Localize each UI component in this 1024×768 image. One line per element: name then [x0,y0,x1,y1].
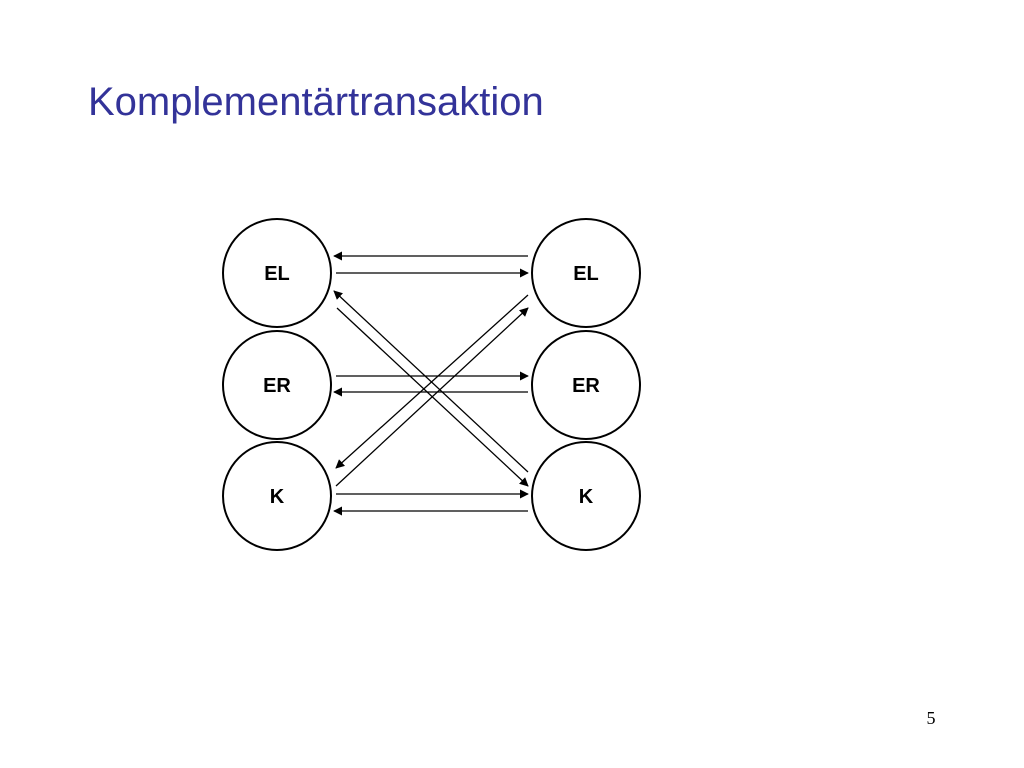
right-node-er: ER [531,330,641,440]
arrow-right-k-to-left-el [333,290,529,473]
left-node-k-label: K [270,486,285,508]
left-node-el-label: EL [264,263,290,285]
left-node-er: ER [222,330,332,440]
page-number: 5 [926,708,936,728]
left-node-el: EL [222,218,332,328]
right-node-k: K [531,441,641,551]
right-node-k-label: K [579,486,594,508]
slide-title: Komplementärtransaktion [88,80,544,124]
right-node-er-label: ER [572,375,600,397]
left-node-k: K [222,441,332,551]
arrow-right-el-to-left-k [335,294,529,469]
right-node-el: EL [531,218,641,328]
arrow-left-k-to-right-el [335,307,529,487]
left-node-er-label: ER [263,375,291,397]
right-node-el-label: EL [573,263,599,285]
